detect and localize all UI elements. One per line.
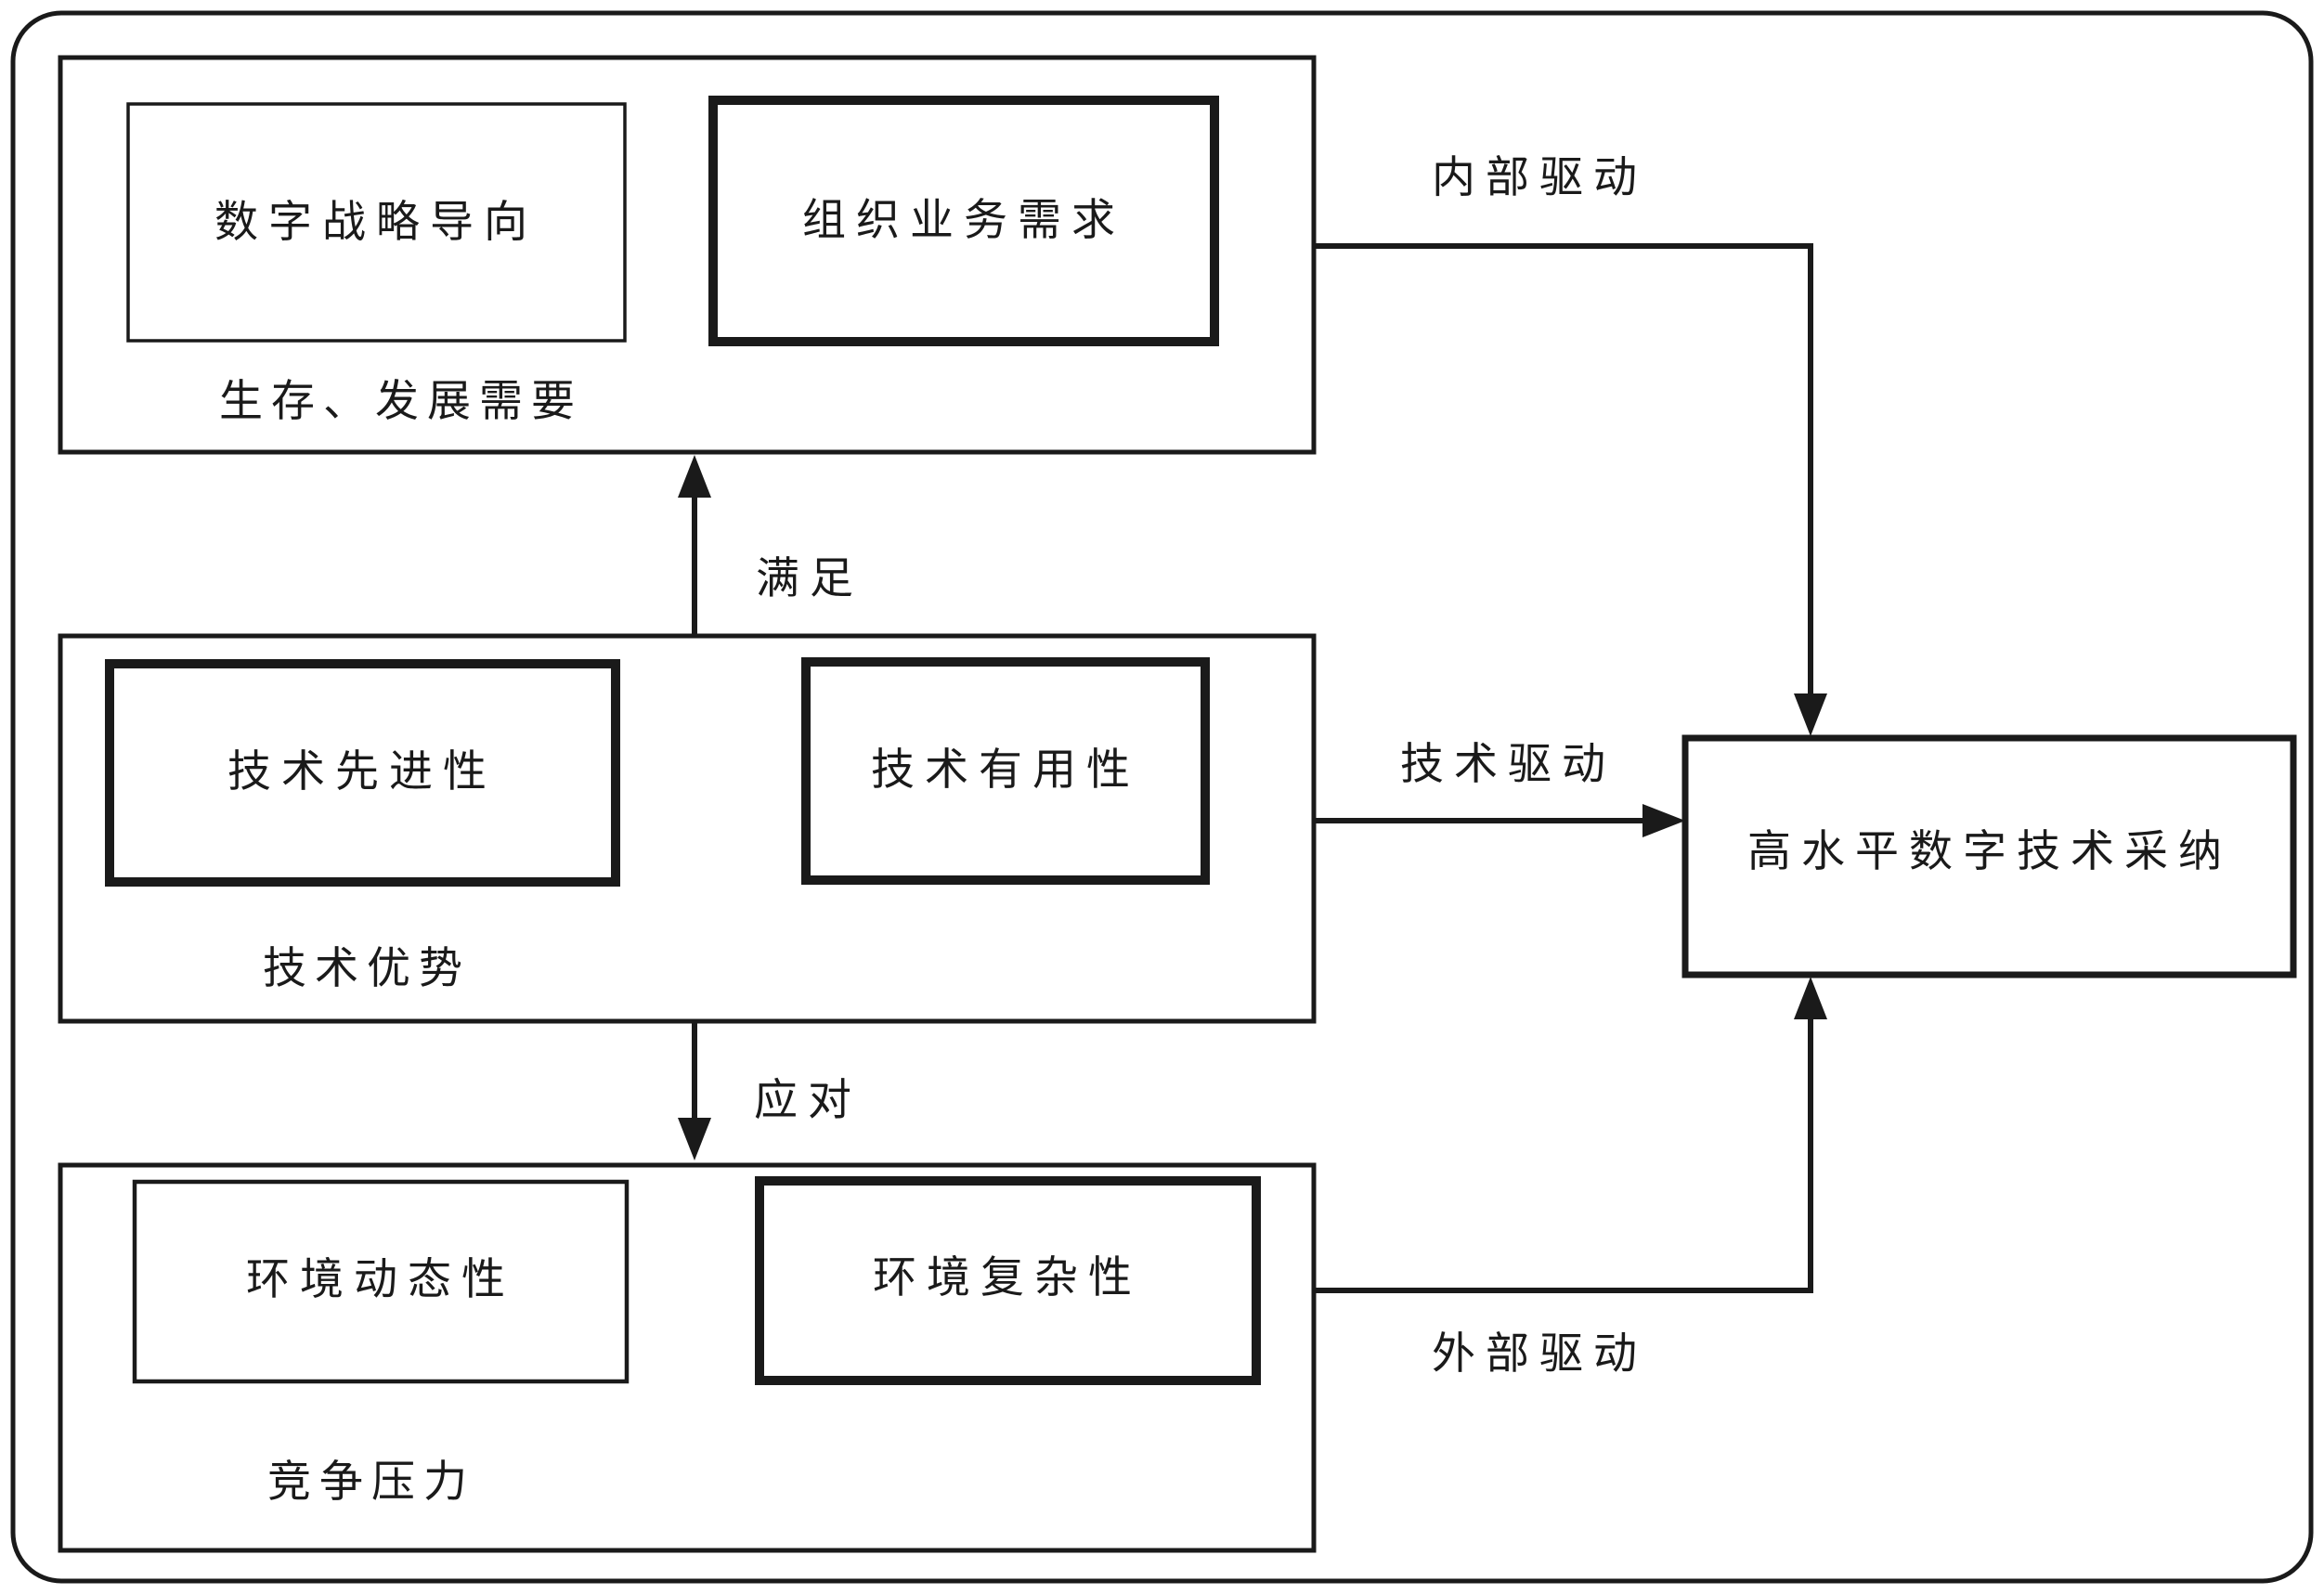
arrow-respond-head-icon <box>678 1118 711 1160</box>
group-survival-development-caption: 生存、发展需要 <box>219 378 583 426</box>
box-technology-usefulness <box>801 657 1210 885</box>
arrow-satisfy-head-icon <box>678 455 711 498</box>
box-technology-advancedness-label: 技术先进性 <box>227 748 497 797</box>
arrow-internal-drive-head-icon <box>1794 693 1827 736</box>
box-environmental-complexity <box>755 1176 1261 1385</box>
outer-frame <box>10 10 2314 1584</box>
group-competitive-pressure <box>58 1162 1317 1553</box>
box-technology-usefulness-label: 技术有用性 <box>871 746 1140 795</box>
arrow-respond: 应对 <box>678 1021 862 1160</box>
arrow-respond-label: 应对 <box>754 1077 862 1125</box>
group-survival-development <box>58 55 1317 455</box>
arrow-satisfy-label: 满足 <box>756 555 863 603</box>
box-high-level-digital-technology-adoption <box>1681 734 2297 978</box>
arrow-internal-drive-line <box>1314 243 1813 698</box>
arrow-external-drive-line <box>1314 1015 1813 1293</box>
arrow-internal-drive: 内部驱动 <box>1314 154 1827 736</box>
box-high-level-digital-technology-adoption-label: 高水平数字技术采纳 <box>1747 828 2232 876</box>
group-technical-advantage-caption: 技术优势 <box>263 945 471 993</box>
group-competitive-pressure-caption: 竞争压力 <box>267 1458 475 1507</box>
arrow-external-drive-head-icon <box>1794 977 1827 1019</box>
arrow-tech-drive: 技术驱动 <box>1314 741 1685 837</box>
box-environmental-complexity-label: 环境复杂性 <box>873 1254 1142 1302</box>
box-organizational-business-needs-label: 组织业务需求 <box>802 197 1125 245</box>
box-environmental-dynamism-label: 环境动态性 <box>246 1256 515 1304</box>
box-organizational-business-needs <box>708 96 1219 346</box>
box-digital-strategy-orientation-label: 数字战略导向 <box>214 199 538 247</box>
box-environmental-dynamism <box>132 1179 630 1384</box>
arrow-internal-drive-label: 内部驱动 <box>1432 154 1647 202</box>
arrow-external-drive: 外部驱动 <box>1314 977 1827 1379</box>
arrow-tech-drive-label: 技术驱动 <box>1400 741 1616 789</box>
box-digital-strategy-orientation <box>126 102 627 343</box>
arrow-satisfy: 满足 <box>678 455 863 636</box>
box-technology-advancedness <box>105 659 620 887</box>
arrow-external-drive-label: 外部驱动 <box>1432 1330 1647 1379</box>
group-technical-advantage <box>58 633 1317 1024</box>
arrow-tech-drive-head-icon <box>1642 804 1685 837</box>
